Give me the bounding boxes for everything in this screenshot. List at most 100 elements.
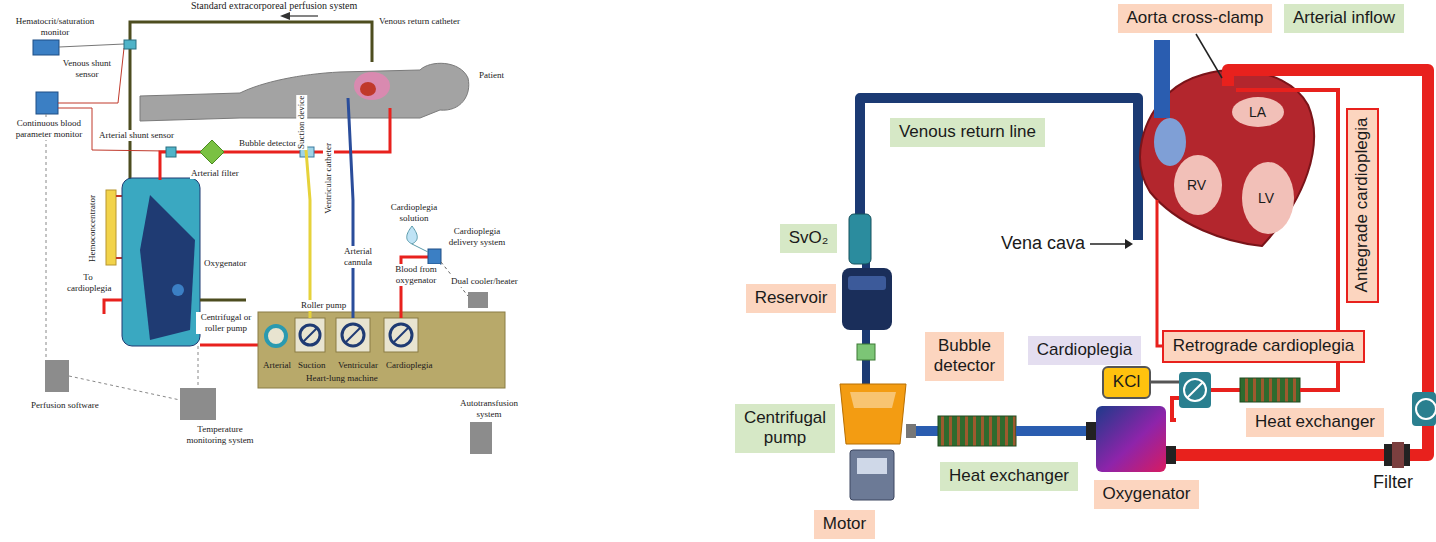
pump-name: Cardioplegia — [385, 360, 434, 371]
venous-tubing — [860, 98, 1138, 240]
machine-label: Heart-lung machine — [305, 373, 379, 384]
tag-text-block: KCl — [1113, 372, 1140, 392]
tag-text: Arterial inflow — [1293, 8, 1395, 28]
suction-pump — [300, 325, 320, 345]
line-tag: Venous return line — [890, 118, 1045, 147]
tag-text: Reservoir — [755, 288, 828, 308]
cardioplegia-pump-housing — [384, 318, 418, 352]
blood-parameter-monitor — [36, 92, 58, 114]
tag-text: Retrograde cardioplegia — [1173, 336, 1354, 356]
hemoconcentrator-line — [116, 196, 122, 258]
roller-pump — [1412, 392, 1436, 426]
right-ventricle — [1174, 155, 1222, 215]
chamber-label: LV — [1257, 190, 1275, 207]
pump-label: Centrifugal or roller pump — [196, 312, 256, 334]
bubble-detector — [857, 344, 875, 360]
centrifugal-pump — [840, 384, 906, 444]
tag-text: Antegrade cardioplegia — [1352, 117, 1372, 293]
roller-pump-rotor — [1187, 382, 1203, 398]
panel-heading: Standard extracorporeal perfusion system — [190, 0, 358, 12]
tag-text-block: Motor — [823, 514, 866, 534]
software-label: Perfusion software — [30, 400, 100, 411]
tag-text-block: Cardioplegia — [1037, 340, 1132, 360]
filter-label: Arterial filter — [190, 168, 240, 179]
roller-pump — [1179, 372, 1211, 408]
ventricular-pump — [342, 324, 364, 346]
cardioplegia-pump — [390, 324, 412, 346]
filter-cap — [1404, 444, 1410, 466]
reservoir — [842, 268, 892, 330]
arterial-shunt-sensor — [166, 147, 176, 157]
venous-shunt-sensor — [124, 40, 136, 49]
oxygenator-core — [140, 195, 195, 340]
tag-text-block: Bubble detector — [934, 336, 995, 377]
tag-text: Motor — [823, 514, 866, 534]
sensor-cable — [59, 44, 124, 47]
cardioplegia-solution-bag — [407, 226, 418, 244]
oxygenator-label: Oxygenator — [203, 258, 248, 269]
arterial-filter — [200, 140, 224, 164]
roller-pump-rotor — [1184, 379, 1206, 401]
sensor-label: Arterial shunt sensor — [98, 130, 175, 141]
tag-text-block: Aorta cross-clamp — [1127, 8, 1264, 28]
part-tag: Motor — [814, 510, 875, 539]
data-cable — [46, 114, 47, 360]
sensor-cable — [58, 48, 124, 103]
tag-text: Cardioplegia — [1037, 340, 1132, 360]
part-tag: Centrifugal pump — [735, 404, 835, 453]
pump-rotor — [345, 327, 361, 343]
tag-text: SvO₂ — [789, 228, 829, 248]
line-tag: Arterial inflow — [1284, 4, 1404, 33]
pump-rotor — [393, 327, 409, 343]
part-tag: Oxygenator — [1094, 480, 1199, 509]
oxygenator — [122, 178, 200, 346]
roller-pump-rotor — [1416, 399, 1436, 419]
flow-arrow-shaft — [290, 15, 318, 16]
part-tag: Bubble detector — [925, 332, 1004, 381]
oxygenator-outlet — [1166, 446, 1176, 464]
superior-vena-cava — [1154, 40, 1170, 118]
retrograde-tubing — [1157, 200, 1164, 346]
data-cable — [198, 346, 199, 388]
tag-text-block: Arterial inflow — [1293, 8, 1395, 28]
suction-pump-housing — [295, 318, 325, 352]
vena-cava-arrowhead — [1125, 239, 1133, 249]
catheter-label: Venous return catheter — [378, 16, 461, 27]
hemoconcentrator — [106, 190, 116, 265]
right-atrium — [1154, 118, 1186, 166]
vena-cava-arrow — [1090, 243, 1126, 245]
tag-text-block: SvO₂ — [789, 228, 829, 248]
additive-box: KCl — [1102, 366, 1151, 399]
heart — [360, 82, 376, 96]
cannula-label: Arterial cannula — [336, 246, 380, 268]
sensor-label: Venous shunt sensor — [60, 58, 114, 80]
svo2-sensor — [849, 214, 871, 264]
line-tag: Retrograde cardioplegia — [1162, 330, 1365, 363]
tag-text: Oxygenator — [1103, 484, 1191, 504]
device-label: Suction device — [297, 94, 308, 149]
pump-highlight — [850, 392, 896, 408]
perfusion-software — [45, 360, 69, 392]
part-tag: Aorta cross-clamp — [1118, 4, 1272, 33]
cardioplegia-tubing — [1211, 388, 1240, 392]
blood-tubing — [1016, 426, 1090, 436]
tag-text-block: Centrifugal pump — [744, 408, 826, 449]
arterial-tubing — [1176, 70, 1428, 455]
line-label: To cardioplegia — [66, 272, 110, 294]
blood-tubing — [916, 426, 940, 436]
tag-text-block: Retrograde cardioplegia — [1173, 336, 1354, 356]
kcl-line — [1148, 381, 1180, 384]
oxygenator-port — [172, 284, 184, 296]
arterial-filter — [1392, 442, 1404, 468]
tag-text-block: Venous return line — [899, 122, 1036, 142]
reservoir-window — [848, 276, 886, 290]
tag-text: Bubble detector — [934, 336, 995, 377]
ventricular-tubing — [348, 98, 353, 318]
heat-exchanger — [938, 416, 1016, 446]
dual-cooler-heater — [468, 292, 488, 308]
motor — [850, 450, 894, 500]
clamp-leader — [1196, 34, 1222, 78]
solution-line — [412, 244, 428, 252]
heart-lung-machine — [258, 312, 505, 388]
